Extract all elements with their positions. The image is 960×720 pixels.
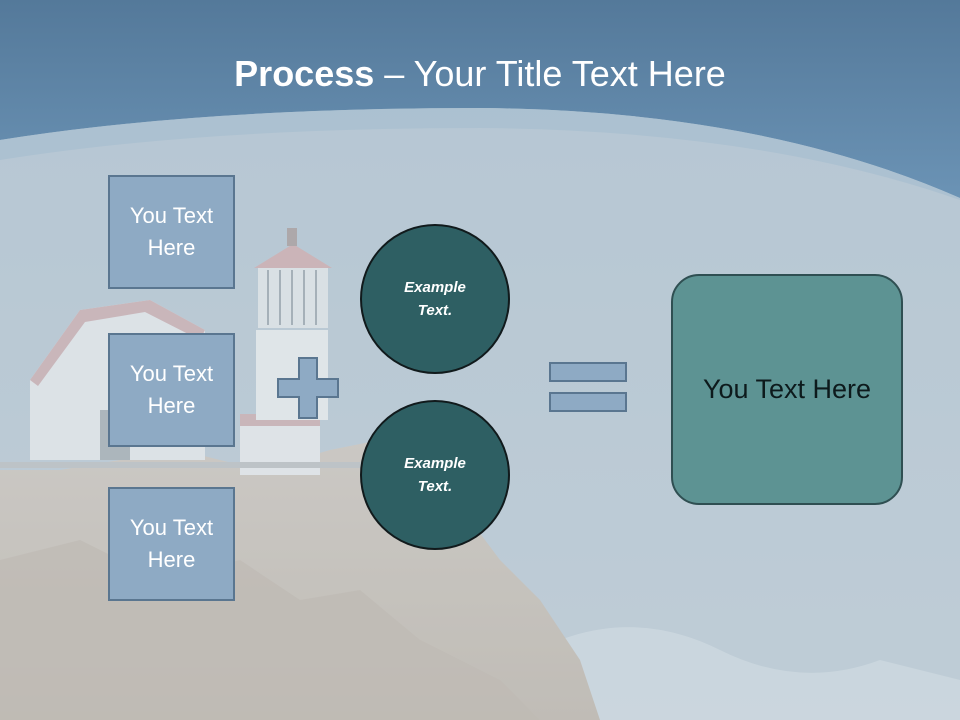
text-box-3-label: You Text Here [129, 515, 214, 572]
slide-title: Process – Your Title Text Here [0, 52, 960, 96]
text-box-2[interactable]: You Text Here [108, 333, 235, 447]
example-circle-2[interactable]: Example Text. [360, 400, 510, 550]
equals-icon-top-bar [549, 362, 627, 382]
title-bold: Process [234, 53, 375, 94]
result-box-label: You Text Here [702, 374, 872, 404]
equals-icon-bottom-bar [549, 392, 627, 412]
example-circle-1[interactable]: Example Text. [360, 224, 510, 374]
text-box-1-label: You Text Here [129, 203, 214, 260]
text-box-2-label: You Text Here [129, 361, 214, 418]
example-circle-1-label: Example Text. [404, 279, 466, 319]
title-rest: – Your Title Text Here [374, 53, 726, 94]
result-box[interactable]: You Text Here [671, 274, 903, 505]
text-box-3[interactable]: You Text Here [108, 487, 235, 601]
header-band [0, 0, 960, 200]
example-circle-2-label: Example Text. [404, 455, 466, 495]
plus-icon [277, 357, 339, 419]
text-box-1[interactable]: You Text Here [108, 175, 235, 289]
